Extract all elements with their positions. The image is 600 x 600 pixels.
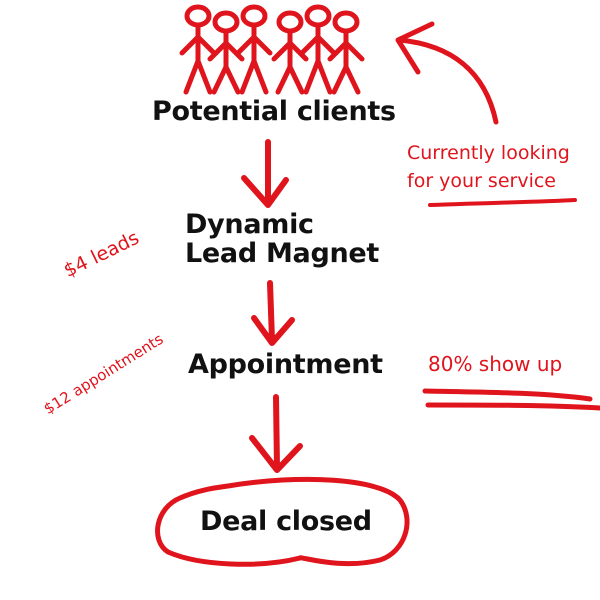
stick-figure-icon xyxy=(299,4,337,95)
step-label-line: Lead Magnet xyxy=(185,238,380,269)
down-arrow-icon xyxy=(251,280,295,346)
underline-mark xyxy=(425,402,600,411)
note-currently-looking: Currently looking for your service xyxy=(407,139,570,195)
down-arrow-icon xyxy=(249,394,303,473)
stick-figure-icon xyxy=(207,10,245,95)
note-line: Currently looking xyxy=(407,142,570,164)
stick-figure-icon xyxy=(327,10,365,95)
step-deal-closed: Deal closed xyxy=(200,506,372,537)
note-show-rate: 80% show up xyxy=(428,352,563,376)
underline-mark xyxy=(422,388,593,402)
curved-arrow-icon xyxy=(397,37,499,125)
curved-arrow-head-icon xyxy=(395,21,435,75)
step-potential-clients: Potential clients xyxy=(152,96,396,127)
stick-figure-icon xyxy=(235,4,273,95)
step-label-line: Dynamic xyxy=(185,209,314,240)
stick-figure-icon xyxy=(179,4,217,95)
step-appointment: Appointment xyxy=(188,349,383,380)
underline-mark xyxy=(428,198,577,207)
highlight-circle-mark xyxy=(155,476,410,567)
down-arrow-icon xyxy=(241,139,289,208)
stick-figure-crowd-icon xyxy=(179,4,365,95)
step-dynamic-lead-magnet: Dynamic Lead Magnet xyxy=(185,210,379,268)
note-line: for your service xyxy=(407,170,556,192)
